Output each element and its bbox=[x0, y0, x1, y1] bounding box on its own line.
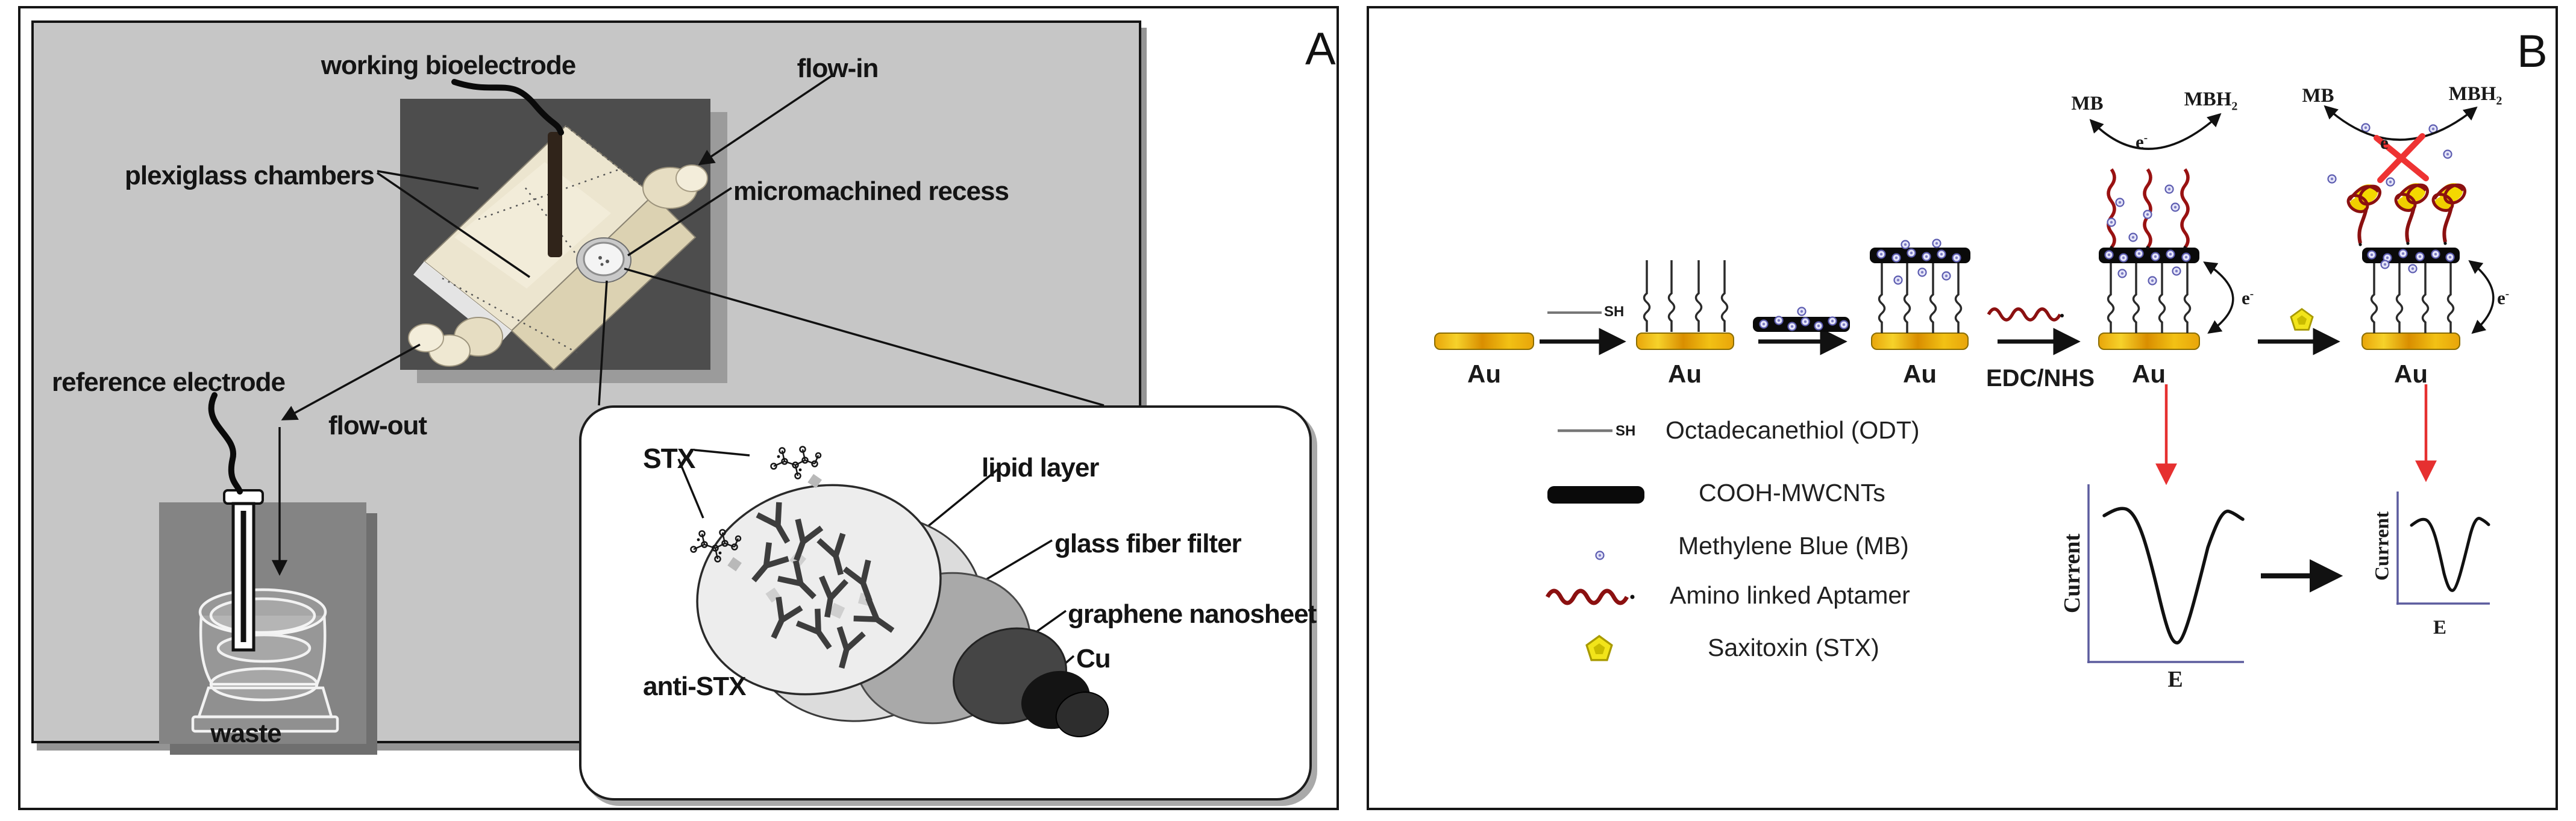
legend-mwcnt-label: COOH-MWCNTs bbox=[1699, 479, 1885, 507]
x-axis-label-left-plot: E bbox=[2167, 667, 2183, 692]
electron-label-step4-side: e- bbox=[2242, 287, 2254, 308]
au-label-3: Au bbox=[1903, 360, 1937, 388]
mbh2-label-step4: MBH2 bbox=[2184, 89, 2238, 113]
label-working-bioelectrode: working bioelectrode bbox=[321, 51, 577, 80]
step3-mwcnt-electrode bbox=[1870, 239, 1970, 334]
y-axis-label-left-plot: Current bbox=[2060, 533, 2085, 614]
dpv-plot-left bbox=[2087, 484, 2245, 663]
mbh2-subscript: 2 bbox=[2496, 94, 2502, 108]
au-label-5: Au bbox=[2394, 360, 2428, 388]
label-waste: waste bbox=[210, 719, 281, 748]
legend-aptamer-label: Amino linked Aptamer bbox=[1670, 581, 1910, 609]
au-electrodes bbox=[1434, 332, 2460, 350]
step2-odt-chains bbox=[1643, 259, 1729, 333]
legend-odt-label: Octadecanethiol (ODT) bbox=[1666, 416, 1920, 444]
electron-arc-step4 bbox=[2203, 261, 2234, 334]
mbh2-label-step5: MBH2 bbox=[2448, 83, 2502, 108]
panel-b-drawing bbox=[1434, 105, 2495, 663]
edc-nhs-label: EDC/NHS bbox=[1985, 365, 2095, 392]
electron-arc-step5 bbox=[2468, 260, 2495, 334]
label-micromachined-recess: micromachined recess bbox=[733, 176, 1009, 206]
label-lipid-layer: lipid layer bbox=[982, 453, 1099, 482]
label-stx: STX bbox=[643, 443, 695, 474]
legend-stx-icon bbox=[1585, 635, 1613, 661]
legend-icons bbox=[1547, 429, 1644, 661]
electron-superscript: - bbox=[2249, 287, 2254, 301]
x-axis-label-right-plot: E bbox=[2433, 617, 2446, 638]
label-cu: Cu bbox=[1076, 644, 1111, 673]
mb-label-step5: MB bbox=[2302, 85, 2334, 107]
label-graphene-nanosheet: graphene nanosheet bbox=[1068, 599, 1317, 629]
floating-mwcnt-bar bbox=[1753, 307, 1850, 332]
electron-superscript: - bbox=[2388, 132, 2393, 145]
electron-superscript: - bbox=[2143, 131, 2148, 145]
label-glass-fiber-filter: glass fiber filter bbox=[1055, 529, 1242, 558]
label-reference-electrode: reference electrode bbox=[52, 367, 286, 397]
legend-sh-label: SH bbox=[1615, 423, 1636, 439]
sh-label-scheme: SH bbox=[1604, 304, 1625, 320]
au-label-2: Au bbox=[1668, 360, 1702, 388]
electron-label-step5-side: e- bbox=[2497, 287, 2510, 308]
panel-a: working bioelectrode flow-in plexiglass … bbox=[18, 6, 1339, 810]
step4-aptamer-electrode bbox=[2089, 113, 2234, 485]
electron-label-step5-top: e- bbox=[2380, 132, 2393, 153]
mb-label-step4: MB bbox=[2071, 93, 2104, 114]
panel-b: Au Au Au Au Au SH EDC/NHS MB MBH2 MB MBH… bbox=[1367, 6, 2558, 810]
panel-b-letter: B bbox=[2517, 26, 2548, 77]
dpv-plot-right bbox=[2396, 492, 2490, 605]
legend-stx-label: Saxitoxin (STX) bbox=[1708, 634, 1879, 661]
dpv-curve-small-peak bbox=[2410, 517, 2490, 592]
electron-superscript: - bbox=[2505, 287, 2510, 301]
mb-mbh2-arc-step4 bbox=[2089, 113, 2222, 150]
stx-pentagon-scheme bbox=[2290, 308, 2314, 331]
au-label-1: Au bbox=[1467, 360, 1501, 388]
legend-mb-label: Methylene Blue (MB) bbox=[1678, 532, 1909, 560]
aptamer-icon-scheme bbox=[1988, 309, 2064, 320]
label-flow-out: flow-out bbox=[328, 411, 427, 440]
electron-label-step4-top: e- bbox=[2136, 131, 2148, 152]
mb-mbh2-arc-step5 bbox=[2324, 105, 2478, 141]
panel-a-letter: A bbox=[1305, 23, 1336, 75]
legend-aptamer-icon bbox=[1547, 591, 1627, 603]
dpv-curve-large-peak bbox=[2102, 507, 2245, 645]
label-flow-in: flow-in bbox=[797, 54, 879, 83]
label-anti-stx: anti-STX bbox=[643, 672, 746, 701]
step5-stx-bound-electrode bbox=[2324, 105, 2495, 482]
au-label-4: Au bbox=[2132, 360, 2166, 388]
y-axis-label-right-plot: Current bbox=[2371, 511, 2393, 581]
legend-mwcnt-icon bbox=[1547, 486, 1644, 504]
label-plexiglass-chambers: plexiglass chambers bbox=[125, 161, 375, 190]
legend-mb-icon bbox=[1595, 551, 1605, 560]
mbh2-subscript: 2 bbox=[2231, 99, 2238, 113]
